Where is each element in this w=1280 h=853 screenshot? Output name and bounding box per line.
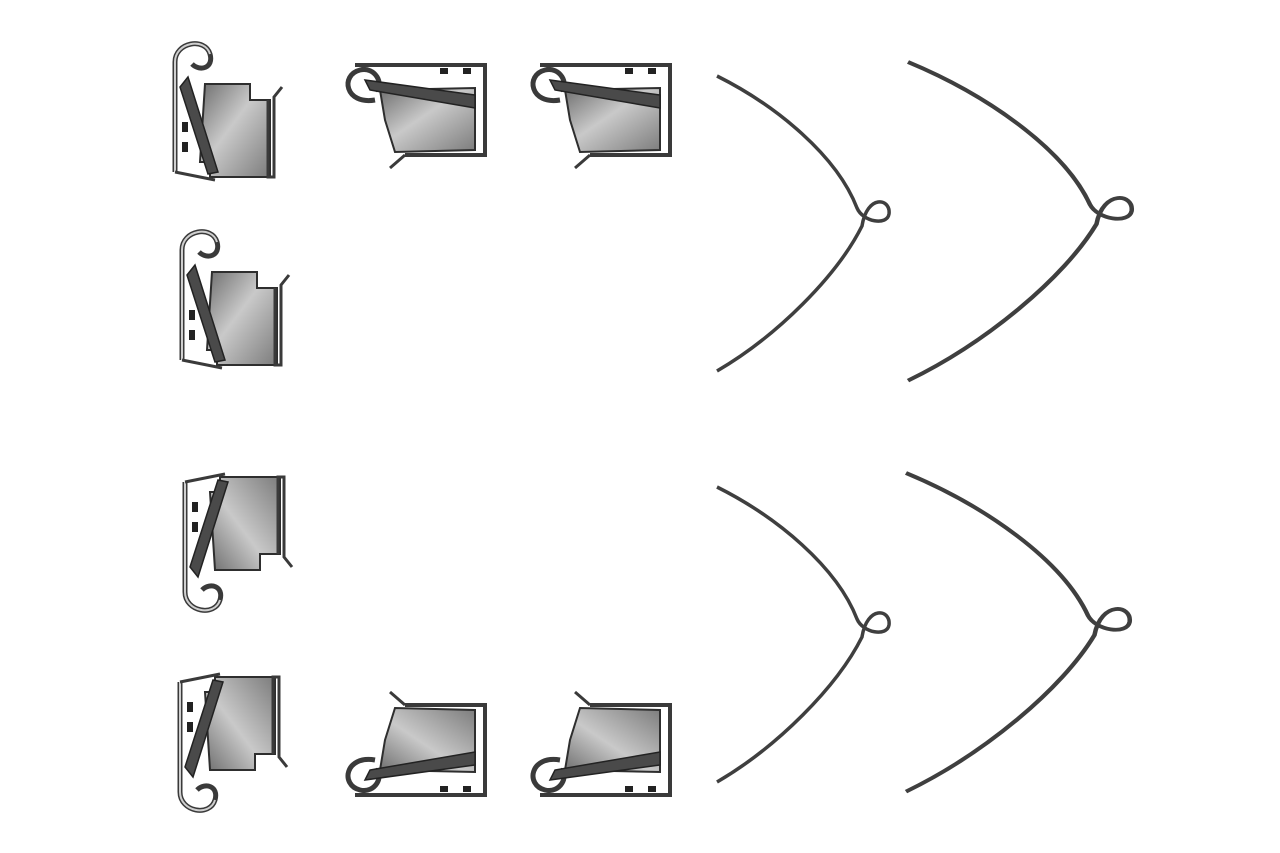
wire-spring bbox=[715, 74, 891, 373]
vertical-clip bbox=[185, 474, 292, 610]
vertical-clip bbox=[182, 232, 289, 368]
horizontal-clip bbox=[533, 692, 670, 795]
horizontal-clip bbox=[533, 65, 670, 168]
wire-spring bbox=[908, 62, 1132, 381]
vertical-clip bbox=[180, 674, 287, 810]
horizontal-clip bbox=[348, 692, 485, 795]
vertical-clip bbox=[175, 44, 282, 180]
wire-spring bbox=[906, 473, 1130, 792]
horizontal-clip bbox=[348, 65, 485, 168]
wire-spring bbox=[715, 485, 891, 784]
